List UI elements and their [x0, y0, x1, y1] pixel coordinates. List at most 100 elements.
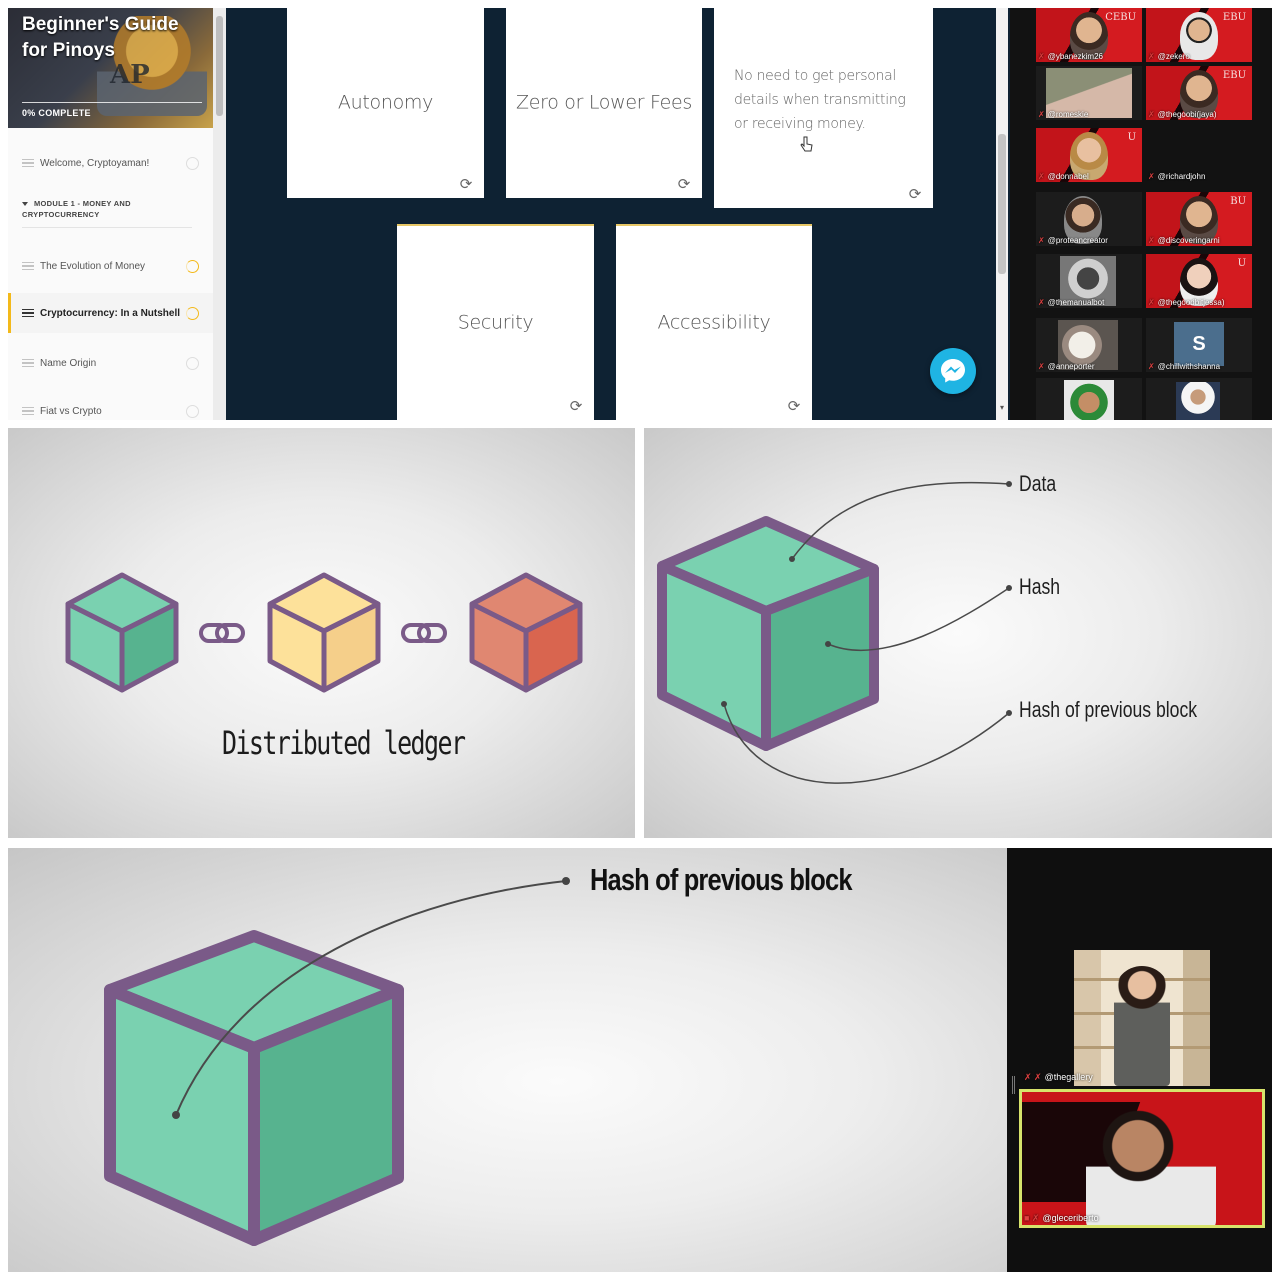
participant-tile[interactable]: ✗@romeskie	[1036, 66, 1142, 120]
active-speaker-tile[interactable]	[1019, 1089, 1265, 1228]
participant-tile[interactable]: EBU ✗@thegoobi(jaya)	[1146, 66, 1252, 120]
lesson-item[interactable]: The Evolution of Money	[8, 251, 213, 281]
lesson-item-active[interactable]: Cryptocurrency: In a Nutshell	[8, 293, 213, 333]
participant-grid: CEBU ✗@ybanezkim26 EBU ✗@zekero ✗@romesk…	[1010, 8, 1272, 420]
overlay-text: CEBU	[1105, 12, 1136, 23]
course-mascot-text: AP	[110, 60, 150, 90]
participant-tile[interactable]	[1036, 378, 1142, 420]
hand-cursor-icon	[800, 136, 813, 152]
lesson-status-icon	[186, 404, 199, 418]
slide-block-anatomy: Data Hash Hash of previous block	[644, 428, 1272, 838]
lesson-status-icon	[186, 259, 199, 273]
participant-tile[interactable]	[1146, 378, 1252, 420]
speaker-name: ■ ✗@gleceriberto	[1024, 1213, 1099, 1223]
flip-card-security[interactable]: Security ⟳	[397, 224, 594, 420]
lesson-icon	[22, 261, 34, 271]
course-progress-label: 0% COMPLETE	[22, 108, 91, 118]
participant-tile[interactable]: U ✗@donnabel	[1036, 128, 1142, 182]
participant-name: ✗@discoveringarni	[1148, 236, 1220, 245]
block-zoom-diagram	[104, 877, 570, 1246]
sidebar-scroll-thumb[interactable]	[216, 16, 223, 116]
callout-hash: Hash	[1019, 574, 1061, 599]
lesson-status-icon	[186, 306, 199, 320]
lesson-icon	[22, 406, 34, 416]
participant-name: ✗@anneporter	[1038, 362, 1095, 371]
lesson-item[interactable]: Welcome, Cryptoyaman!	[8, 148, 213, 178]
slide-caption: Distributed ledger	[222, 724, 466, 762]
participant-tile[interactable]: U ✗@thegoodbitjessa)	[1146, 254, 1252, 308]
lesson-label: Fiat vs Crypto	[40, 405, 102, 417]
callout-dot	[172, 1111, 180, 1119]
flip-card-privacy[interactable]: No need to get personal details when tra…	[714, 8, 933, 208]
cube-teal-icon	[65, 572, 179, 693]
lesson-icon	[22, 358, 34, 368]
card-text: Accessibility	[657, 311, 771, 334]
participant-tile[interactable]: EBU ✗@zekero	[1146, 8, 1252, 62]
lesson-item[interactable]: Name Origin	[8, 348, 213, 378]
participant-name: ✗@richardjohn	[1148, 172, 1206, 181]
lesson-label: Name Origin	[40, 357, 97, 369]
course-mascot-image	[97, 16, 207, 116]
card-text: Autonomy	[337, 91, 434, 114]
drag-handle-icon[interactable]	[1012, 1076, 1015, 1094]
course-screen-panel: AP Beginner's Guide for Pinoys 0% COMPLE…	[8, 8, 1272, 420]
participant-name: ✗@thegoobi(jaya)	[1148, 110, 1217, 119]
flip-card-accessibility[interactable]: Accessibility ⟳	[616, 224, 812, 420]
callout-data: Data	[1019, 471, 1057, 496]
cube-red-icon	[469, 572, 583, 693]
overlay-text: U	[1237, 258, 1246, 269]
participant-name: ✗@zekero	[1148, 52, 1190, 61]
lesson-icon	[22, 308, 34, 318]
participant-tile[interactable]: CEBU ✗@ybanezkim26	[1036, 8, 1142, 62]
flip-card-fees[interactable]: Zero or Lower Fees ⟳	[506, 8, 702, 198]
course-progress-bar	[22, 102, 202, 103]
lesson-icon	[22, 158, 34, 168]
slide-distributed-ledger: Distributed ledger	[8, 428, 635, 838]
participant-tile[interactable]: ✗@anneporter	[1036, 318, 1142, 372]
content-scroll-thumb[interactable]	[998, 134, 1006, 274]
sidebar-scrollbar[interactable]	[213, 8, 226, 420]
flip-card-autonomy[interactable]: Autonomy ⟳	[287, 8, 484, 198]
participant-name: ✗@themanualbot	[1038, 298, 1105, 307]
course-sidebar: AP Beginner's Guide for Pinoys 0% COMPLE…	[8, 8, 226, 420]
overlay-text: EBU	[1222, 70, 1246, 81]
refresh-icon[interactable]: ⟳	[569, 397, 583, 415]
course-hero-banner: AP Beginner's Guide for Pinoys 0% COMPLE…	[8, 8, 213, 128]
participant-tile[interactable]: ✗@richardjohn	[1146, 128, 1252, 182]
card-text: Zero or Lower Fees	[516, 91, 692, 114]
participant-tile[interactable]: ✗@proteancreator	[1036, 192, 1142, 246]
refresh-icon[interactable]: ⟳	[677, 175, 691, 193]
content-scrollbar[interactable]	[996, 8, 1008, 420]
lesson-label: The Evolution of Money	[40, 260, 146, 272]
collapse-triangle-icon	[22, 202, 28, 207]
cube-teal-zoom-icon	[104, 930, 404, 1246]
cube-teal-large-icon	[657, 516, 879, 751]
callout-dot	[562, 877, 570, 885]
speaker-video-tile[interactable]	[1074, 950, 1210, 1086]
callout-dots	[721, 481, 1012, 716]
course-title: Beginner's Guide for Pinoys	[22, 14, 179, 61]
module-divider	[22, 227, 192, 228]
module-heading[interactable]: MODULE 1 - MONEY AND CRYPTOCURRENCY	[22, 199, 131, 219]
participant-tile[interactable]: S ✗@chillwithshanna	[1146, 318, 1252, 372]
callout-previous-hash: Hash of previous block	[1019, 697, 1198, 722]
callout-lines	[723, 481, 1010, 784]
presentation-panel: Hash of previous block ✗ ✗@thegallery ■ …	[8, 848, 1272, 1272]
speaker-name: ✗ ✗@thegallery	[1024, 1072, 1093, 1082]
participant-tile[interactable]: BU ✗@discoveringarni	[1146, 192, 1252, 246]
participant-name: ✗@chillwithshanna	[1148, 362, 1221, 371]
callout-line	[175, 880, 567, 1116]
refresh-icon[interactable]: ⟳	[908, 185, 922, 203]
slide-previous-hash: Hash of previous block	[8, 848, 1007, 1272]
lesson-item[interactable]: Fiat vs Crypto	[8, 396, 213, 420]
messenger-icon[interactable]	[930, 348, 976, 394]
participant-tile[interactable]: ✗@themanualbot	[1036, 254, 1142, 308]
card-text: No need to get personal details when tra…	[734, 68, 906, 132]
slide-heading: Hash of previous block	[590, 862, 852, 897]
overlay-text: EBU	[1222, 12, 1246, 23]
chain-link-icon	[199, 623, 245, 643]
refresh-icon[interactable]: ⟳	[787, 397, 801, 415]
lesson-status-icon	[186, 356, 199, 370]
scroll-down-arrow-icon[interactable]: ▾	[1000, 403, 1005, 412]
refresh-icon[interactable]: ⟳	[459, 175, 473, 193]
